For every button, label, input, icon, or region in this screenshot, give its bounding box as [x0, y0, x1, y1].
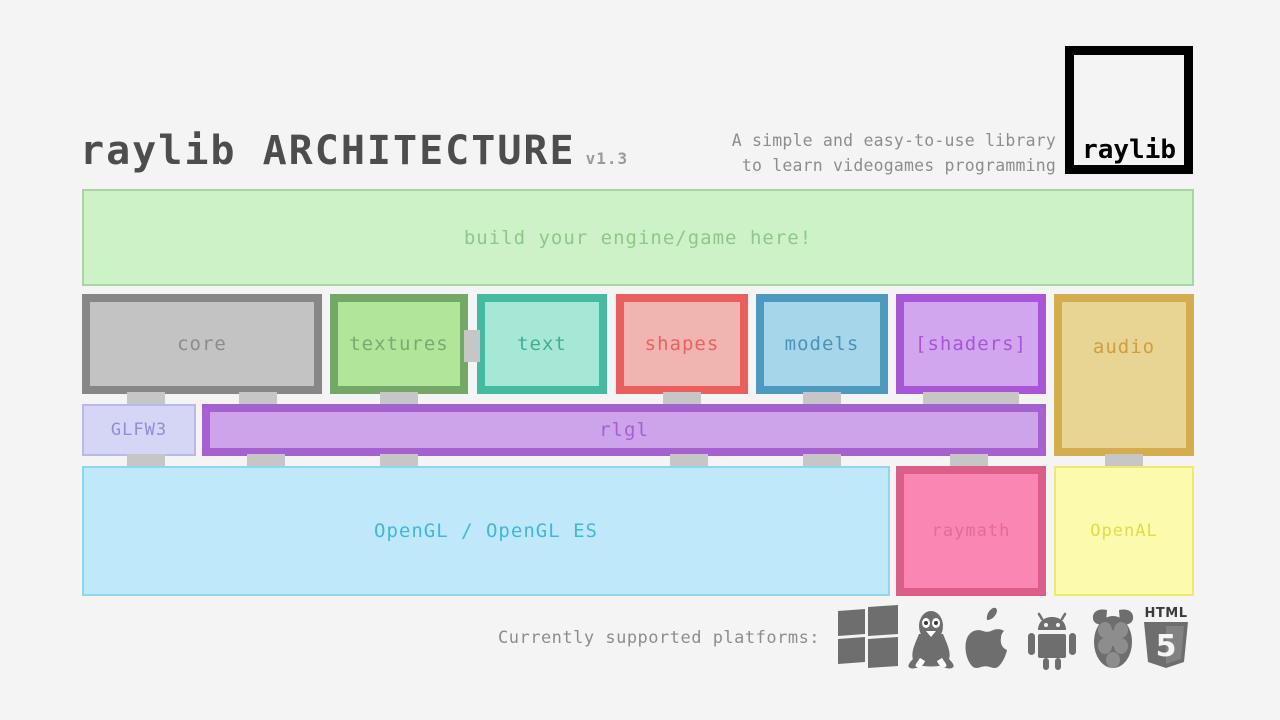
connector-tab: [247, 454, 285, 468]
lowlevel-openal[interactable]: OpenAL: [1054, 466, 1194, 596]
page-title: raylib ARCHITECTURE v1.3: [80, 128, 628, 174]
connector-tab: [127, 454, 165, 468]
android-icon: [1024, 606, 1080, 670]
connector-tab: [923, 392, 1019, 406]
html5-icon: HTML 5: [1140, 606, 1192, 668]
module-label: core: [177, 333, 227, 355]
backend-rlgl[interactable]: rlgl: [202, 404, 1046, 456]
backend-glfw3[interactable]: GLFW3: [82, 404, 196, 456]
lowlevel-label: OpenGL / OpenGL ES: [374, 520, 598, 542]
html5-word: HTML: [1144, 606, 1188, 621]
user-layer-box: build your engine/game here!: [82, 189, 1194, 286]
backend-label: rlgl: [599, 419, 649, 441]
lowlevel-label: OpenAL: [1090, 521, 1158, 541]
module-shaders[interactable]: [shaders]: [896, 294, 1046, 394]
module-label: audio: [1092, 336, 1156, 358]
user-layer-label: build your engine/game here!: [463, 226, 813, 249]
module-label: models: [784, 333, 860, 355]
raspberrypi-icon: [1084, 606, 1142, 670]
logo-text: raylib: [1082, 135, 1176, 165]
connector-tab: [380, 392, 418, 406]
connector-tab-horizontal: [464, 330, 480, 362]
module-core[interactable]: core: [82, 294, 322, 394]
title-text: raylib ARCHITECTURE: [80, 128, 576, 174]
lowlevel-opengl[interactable]: OpenGL / OpenGL ES: [82, 466, 890, 596]
connector-tab: [670, 454, 708, 468]
apple-icon: [962, 606, 1016, 670]
connector-tab: [380, 454, 418, 468]
module-text[interactable]: text: [477, 294, 607, 394]
platforms-label: Currently supported platforms:: [498, 628, 821, 648]
windows-icon: [838, 604, 898, 669]
raylib-logo: raylib: [1065, 46, 1193, 174]
module-label: shapes: [644, 333, 720, 355]
connector-tab: [803, 454, 841, 468]
module-label: [shaders]: [915, 333, 1027, 355]
linux-icon: [902, 606, 960, 670]
connector-tab: [1105, 454, 1143, 468]
backend-label: GLFW3: [110, 420, 168, 440]
module-label: text: [517, 333, 567, 355]
version-label: v1.3: [585, 149, 629, 168]
module-audio[interactable]: audio: [1054, 294, 1194, 456]
module-textures[interactable]: textures: [330, 294, 468, 394]
connector-tab: [663, 392, 701, 406]
tagline-line-1: A simple and easy-to-use library: [731, 131, 1056, 150]
connector-tab: [239, 392, 277, 406]
module-label: textures: [349, 333, 449, 355]
module-models[interactable]: models: [756, 294, 888, 394]
module-shapes[interactable]: shapes: [616, 294, 748, 394]
connector-tab: [950, 454, 988, 468]
lowlevel-raymath[interactable]: raymath: [896, 466, 1046, 596]
svg-text:5: 5: [1156, 629, 1177, 664]
lowlevel-label: raymath: [931, 521, 1011, 541]
connector-tab: [127, 392, 165, 406]
tagline-line-2: to learn videogames programming: [741, 156, 1056, 175]
tagline: A simple and easy-to-use library to lear…: [708, 128, 1056, 178]
connector-tab: [803, 392, 841, 406]
